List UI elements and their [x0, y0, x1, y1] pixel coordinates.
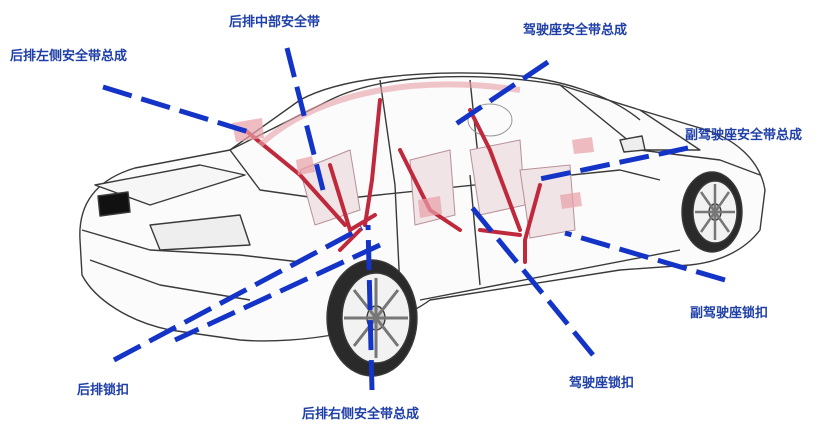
label-driver-buckle: 驾驶座锁扣 — [569, 376, 635, 391]
leader-rear-left-belt — [102, 84, 253, 136]
front-wheel — [681, 171, 743, 253]
leader-passenger-belt — [534, 145, 689, 183]
leader-lines — [102, 47, 726, 391]
label-passenger-buckle: 副驾驶座锁扣 — [690, 306, 769, 321]
label-rear-buckle: 后排锁扣 — [77, 383, 130, 398]
label-rear-center-belt: 后排中部安全带 — [229, 15, 321, 30]
label-rear-left-belt: 后排左侧安全带总成 — [10, 49, 128, 64]
rear-wheel — [326, 259, 418, 377]
label-passenger-belt: 副驾驶座安全带总成 — [685, 128, 803, 143]
label-driver-belt: 驾驶座安全带总成 — [523, 23, 628, 38]
belt-highlights — [232, 118, 594, 218]
leader-driver-buckle — [468, 203, 595, 357]
leader-rear-buckle-2 — [173, 242, 382, 343]
curtain-airbag — [257, 81, 521, 148]
leader-rear-center-belt — [284, 47, 326, 191]
leader-rear-buckle — [112, 225, 364, 363]
seats — [299, 103, 576, 239]
leader-driver-belt — [448, 59, 550, 131]
leader-passenger-buckle — [564, 230, 726, 283]
label-rear-right-belt: 后排右侧安全带总成 — [302, 407, 420, 422]
